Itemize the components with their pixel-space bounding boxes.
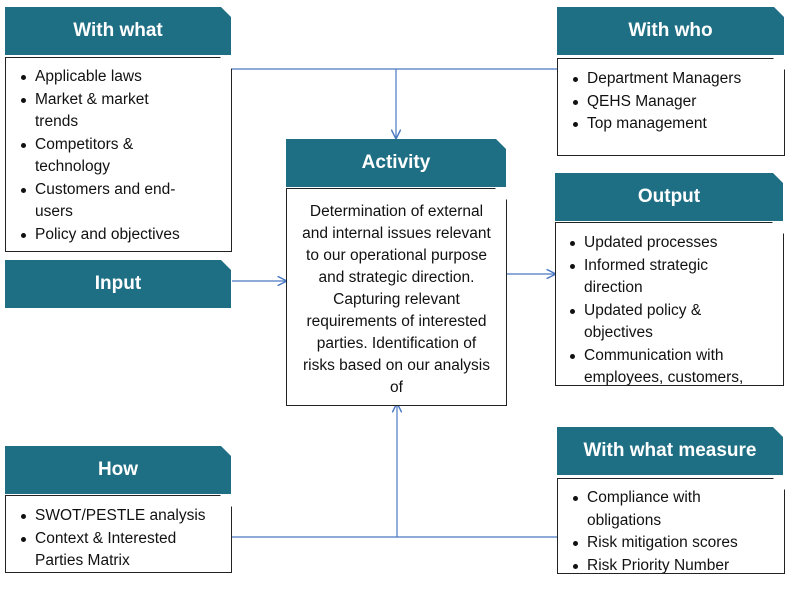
list-item: SWOT/PESTLE analysis xyxy=(15,505,231,528)
list-item: Communication with employees, customers, xyxy=(564,345,774,387)
input-title: Input xyxy=(94,273,142,294)
output-header: Output xyxy=(555,173,783,221)
how-list: SWOT/PESTLE analysis Context & Intereste… xyxy=(15,505,231,573)
output-title: Output xyxy=(637,186,701,207)
output-box: Updated processes Informed strategic dir… xyxy=(555,222,784,386)
with-what-header: With what xyxy=(5,7,231,55)
input-header: Input xyxy=(5,260,231,308)
with-what-box: Applicable laws Market & market trends C… xyxy=(5,57,232,252)
activity-description: Determination of external and internal i… xyxy=(302,203,491,396)
with-what-list: Applicable laws Market & market trends C… xyxy=(15,66,231,246)
list-item: Informed strategic direction xyxy=(564,255,734,300)
how-box: SWOT/PESTLE analysis Context & Intereste… xyxy=(5,495,232,573)
with-who-box: Department Managers QEHS Manager Top man… xyxy=(557,58,785,156)
list-item: Context & Interested Parties Matrix xyxy=(15,528,205,573)
with-what-measure-header: With what measure xyxy=(557,427,783,475)
activity-title: Activity xyxy=(361,152,431,173)
list-item: Top management xyxy=(567,113,784,136)
list-item: Compliance with obligations xyxy=(567,487,737,532)
with-who-title: With who xyxy=(628,20,713,41)
list-item: Updated policy & objectives xyxy=(564,300,734,345)
list-item: QEHS Manager xyxy=(567,91,784,114)
how-header: How xyxy=(5,446,231,494)
activity-header: Activity xyxy=(286,139,506,187)
list-item: Policy and objectives xyxy=(15,224,231,247)
list-item: Updated processes xyxy=(564,232,783,255)
list-item: Risk mitigation scores xyxy=(567,532,784,555)
how-title: How xyxy=(97,459,139,480)
list-item: Applicable laws xyxy=(15,66,231,89)
with-who-header: With who xyxy=(557,7,784,55)
list-item: Department Managers xyxy=(567,68,784,91)
list-item: Competitors & technology xyxy=(15,134,165,179)
list-item: Customers and end-users xyxy=(15,179,205,224)
list-item: Risk Priority Number xyxy=(567,555,784,575)
with-what-measure-title: With what measure xyxy=(583,440,757,461)
with-what-title: With what xyxy=(73,20,163,41)
output-list: Updated processes Informed strategic dir… xyxy=(564,232,783,386)
with-what-measure-list: Compliance with obligations Risk mitigat… xyxy=(567,487,784,574)
with-what-measure-box: Compliance with obligations Risk mitigat… xyxy=(557,478,785,574)
activity-box: Determination of external and internal i… xyxy=(286,188,507,406)
with-who-list: Department Managers QEHS Manager Top man… xyxy=(567,68,784,136)
list-item: Market & market trends xyxy=(15,89,175,134)
